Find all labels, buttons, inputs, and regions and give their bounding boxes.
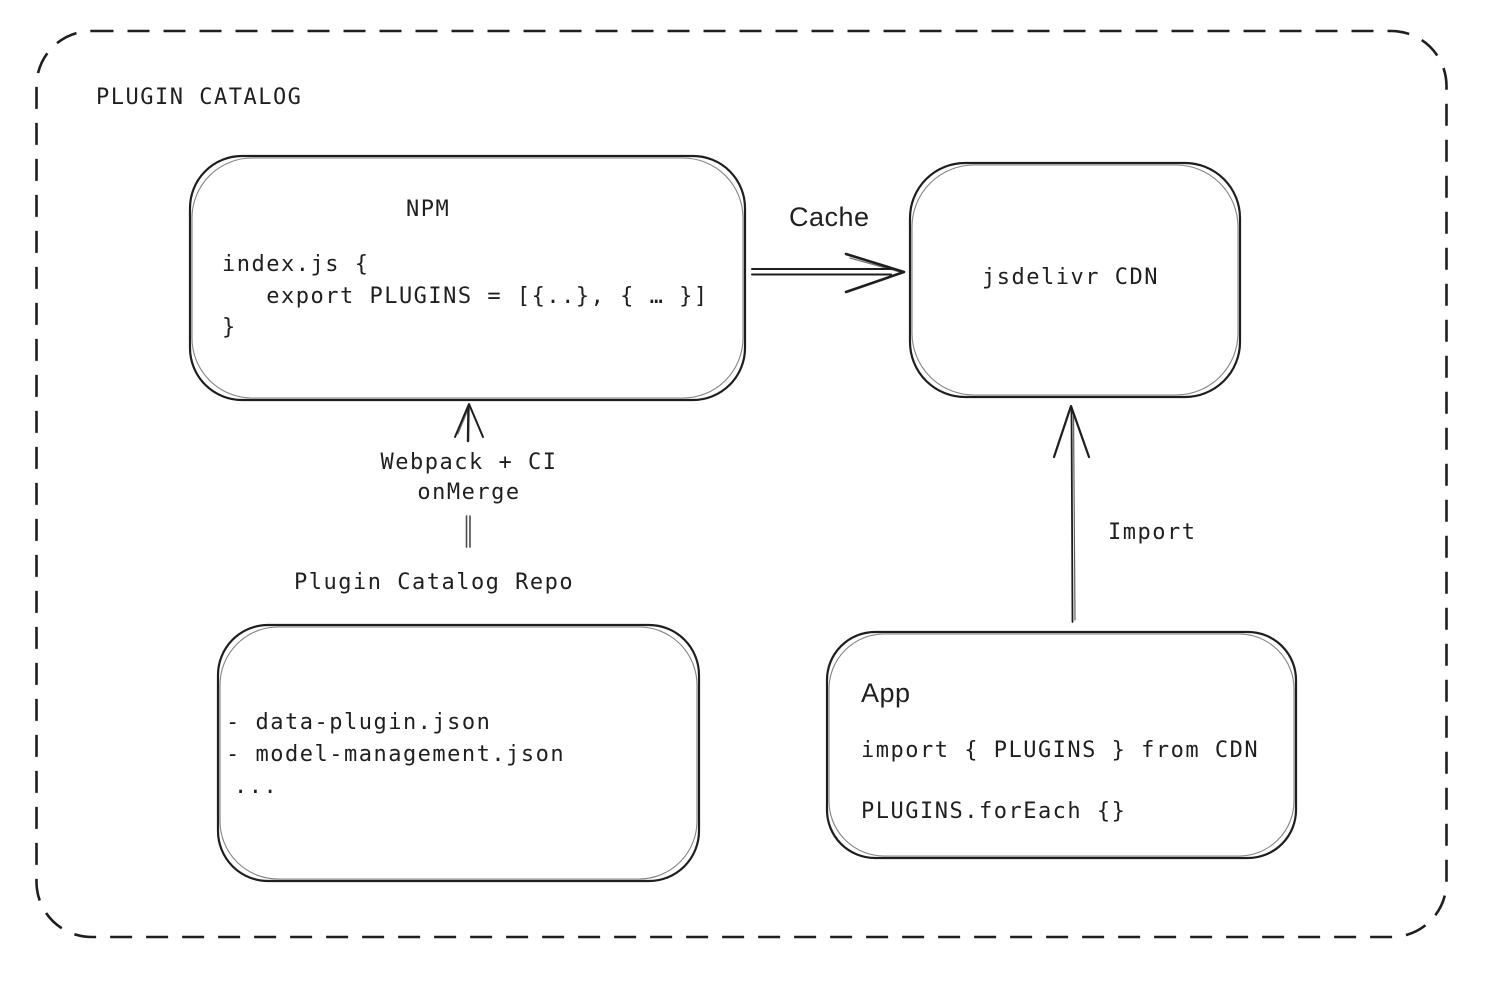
cdn-box xyxy=(908,161,1242,399)
app-import-line: import { PLUGINS } from CDN xyxy=(861,738,1260,763)
repo-file-item: - model-management.json xyxy=(226,742,566,767)
app-box xyxy=(825,630,1298,860)
plugin-catalog-frame xyxy=(35,29,1448,939)
import-edge-label: Import xyxy=(1108,520,1197,545)
build-arrow xyxy=(454,403,484,443)
npm-box xyxy=(188,154,747,402)
cdn-label: jsdelivr CDN xyxy=(982,265,1159,290)
app-title: App xyxy=(861,678,911,708)
app-foreach-line: PLUGINS.forEach {} xyxy=(861,799,1127,824)
cache-edge-label: Cache xyxy=(789,202,870,232)
cache-arrow xyxy=(751,252,906,294)
npm-title: NPM xyxy=(406,197,451,222)
npm-code: index.js { export PLUGINS = [{..}, { … }… xyxy=(222,252,709,340)
repo-file-item-ellipsis: ... xyxy=(234,774,279,799)
build-connector-line xyxy=(465,515,471,548)
import-arrow xyxy=(1052,404,1091,623)
repo-file-item: - data-plugin.json xyxy=(226,710,492,735)
repo-box xyxy=(216,623,701,883)
repo-file-list: - data-plugin.json - model-management.js… xyxy=(226,707,565,803)
repo-title: Plugin Catalog Repo xyxy=(294,570,575,595)
build-edge-label: Webpack + CI onMerge xyxy=(380,450,558,505)
diagram-title: PLUGIN CATALOG xyxy=(96,85,303,110)
